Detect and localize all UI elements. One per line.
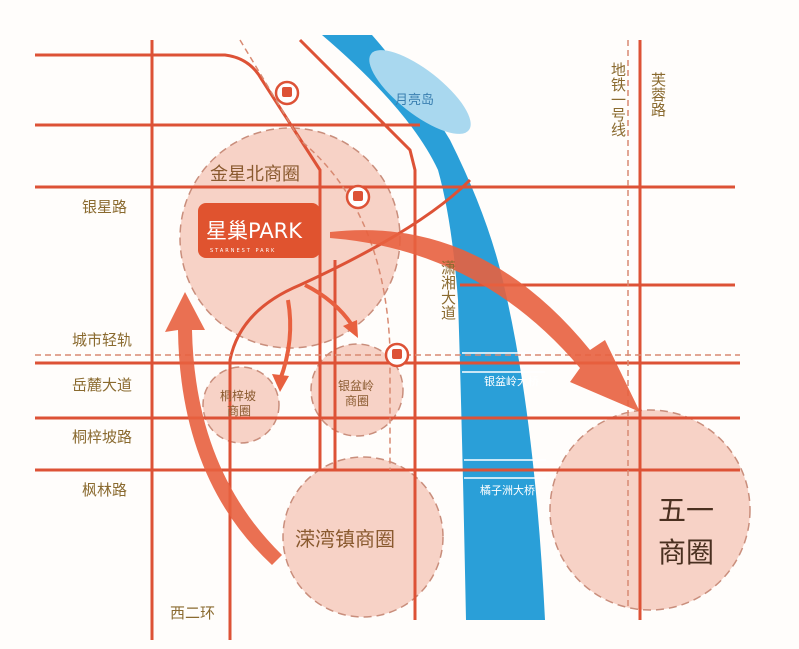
road-label: 潇湘大道 (439, 260, 457, 320)
metro-station-icon[interactable] (345, 184, 371, 210)
wuyi-label: 五一 (658, 494, 714, 527)
road-label: 西二环 (170, 604, 215, 622)
bridge-label: 橘子洲大桥 (480, 483, 535, 497)
tongzipo-label: 桐梓坡 (220, 388, 256, 403)
moon-island (369, 50, 471, 134)
yinpenling-label: 商圈 (345, 393, 369, 408)
arrow-to-yinpenling (304, 283, 354, 327)
metro-station-icon[interactable] (384, 342, 410, 368)
svg-text:STARNEST PARK: STARNEST PARK (210, 248, 276, 254)
yinpenling-label: 银盆岭 (338, 379, 374, 393)
wuyi-label: 商圈 (658, 536, 714, 569)
road-label: 枫林路 (82, 481, 127, 499)
rongwan-label: 溁湾镇商圈 (295, 527, 395, 551)
moon-island-label: 月亮岛 (395, 92, 434, 108)
road-network (35, 38, 740, 640)
xiang-river (322, 35, 545, 620)
bridge-label: 银盆岭大桥 (484, 374, 539, 388)
arrow-to-wuyi (330, 230, 640, 412)
tongzipo-district-circle[interactable] (202, 366, 280, 444)
arrow-west (165, 292, 282, 565)
wuyi-district-circle[interactable] (549, 409, 751, 611)
road-label: 城市轻轨 (72, 331, 132, 349)
metro-station-icon[interactable] (274, 80, 300, 106)
road-label: 岳麓大道 (72, 376, 132, 394)
road-label: 银星路 (82, 198, 127, 216)
svg-text:星巢PARK: 星巢PARK (206, 219, 303, 243)
tongzipo-label: 商圈 (227, 403, 251, 418)
road-label: 芙蓉路 (649, 72, 667, 117)
road-label: 地铁一号线 (609, 62, 627, 137)
road-label: 桐梓坡路 (72, 428, 132, 446)
arrow-to-tongzipo (278, 299, 293, 381)
starnest-park-logo[interactable]: 星巢PARK STARNEST PARK (198, 203, 320, 258)
jinxingbei-label: 金星北商圈 (210, 164, 300, 185)
rongwan-district-circle[interactable] (282, 456, 444, 618)
